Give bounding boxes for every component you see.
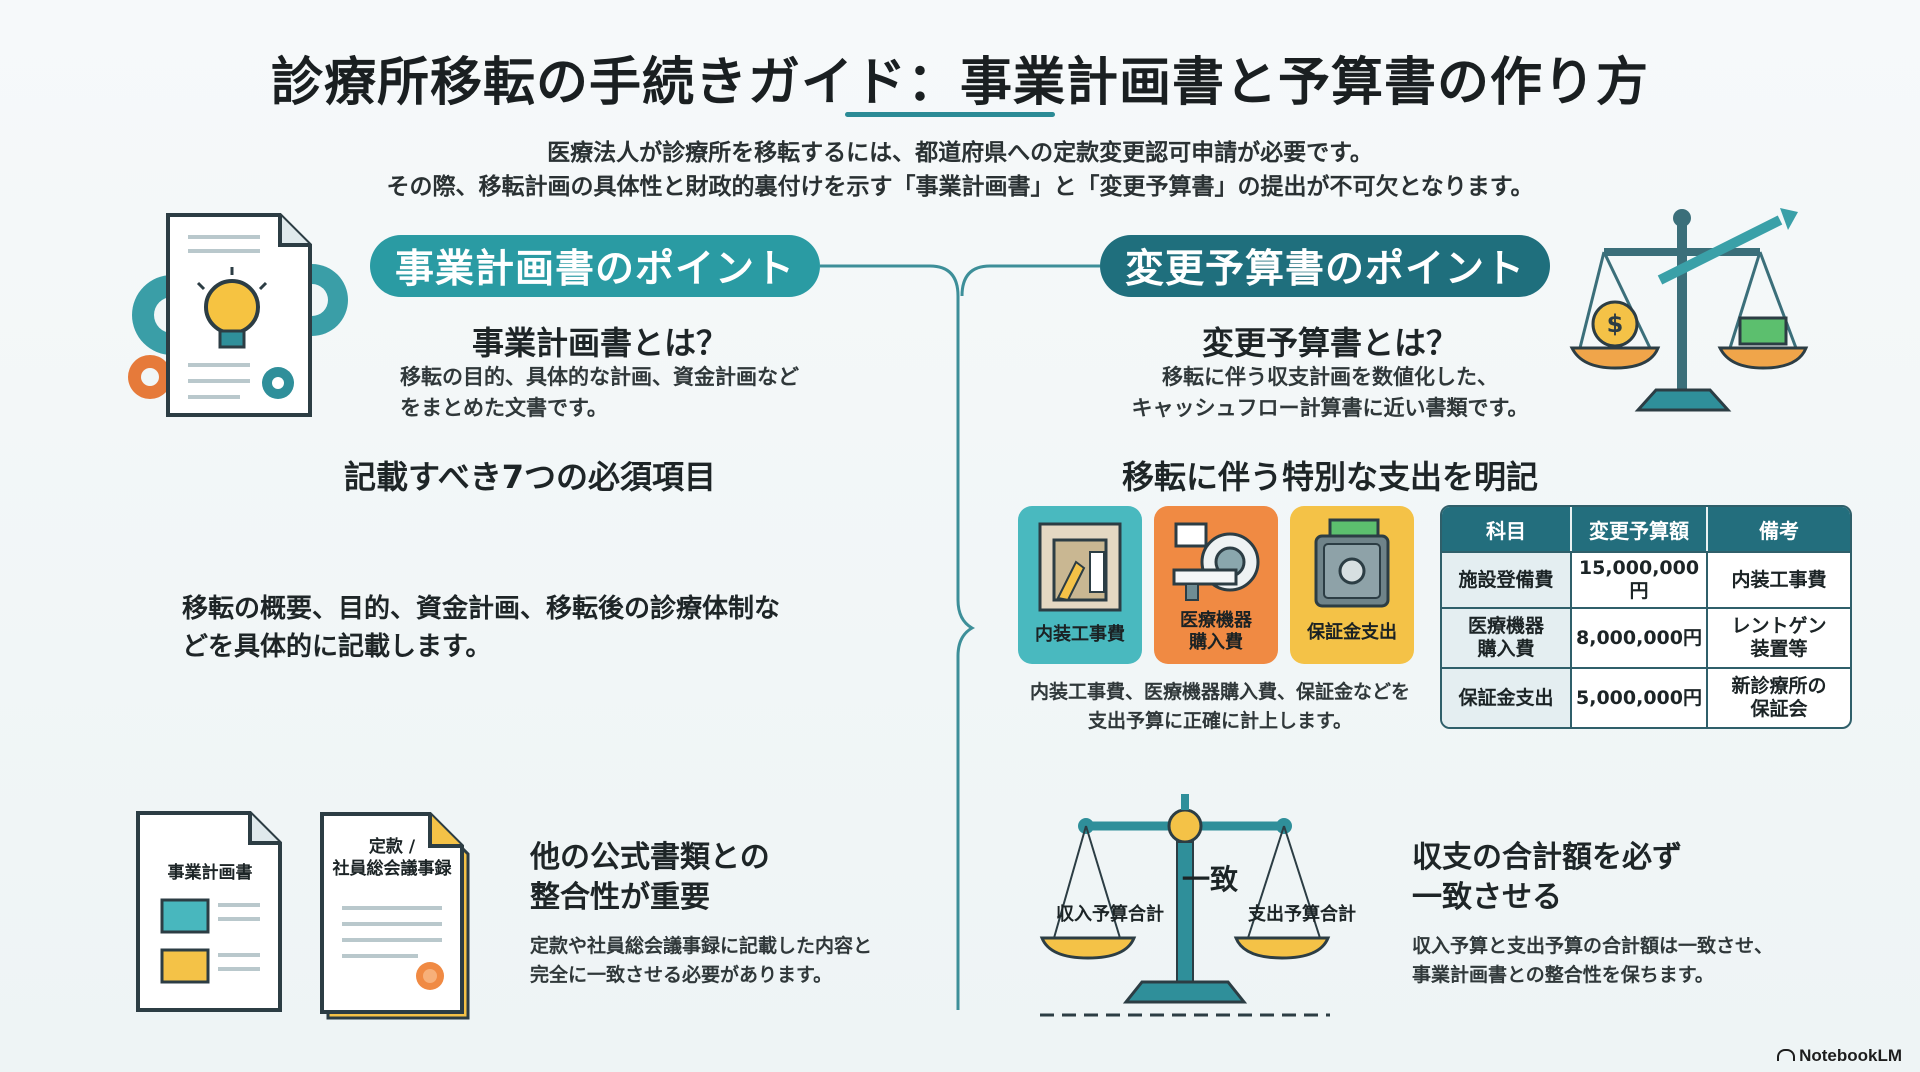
table-header-notes: 備考 (1708, 507, 1850, 551)
business-plan-icon (120, 205, 360, 429)
expense-total-label: 支出予算合計 (1248, 904, 1356, 925)
title-underline (845, 112, 1055, 117)
income-total-label: 収入予算合計 (1056, 904, 1164, 925)
budget-what-body-1: 移転に伴う収支計画を数値化した、 (1162, 365, 1498, 389)
business-plan-pill: 事業計画書のポイント (370, 235, 820, 297)
business-plan-document-label: 事業計画書 (167, 863, 253, 883)
required-items-heading: 記載すべき7つの必須項目 (343, 458, 717, 496)
special-expense-heading: 移転に伴う特別な支出を明記 (1121, 458, 1538, 496)
interior-room-icon (1038, 522, 1122, 612)
articles-label-line-1: 定款 / (368, 837, 416, 857)
budget-what-heading: 変更予算書とは？ (1201, 324, 1458, 362)
budget-table: 科目 変更予算額 備考 施設登備費 15,000,000円 内装工事費 医療機器… (1440, 505, 1852, 729)
articles-label-line-2: 社員総会議事録 (332, 859, 452, 879)
safe-money-icon (1314, 518, 1390, 608)
notebooklm-logo: NotebookLM (1777, 1046, 1902, 1066)
table-cell: 15,000,000円 (1572, 551, 1708, 607)
logo-text: NotebookLM (1799, 1046, 1902, 1065)
required-items-body-2: どを具体的に記載します。 (182, 632, 492, 662)
articles-minutes-document-icon (318, 808, 478, 1027)
table-cell: 5,000,000円 (1572, 667, 1708, 727)
match-body-1: 収入予算と支出予算の合計額は一致させ、 (1412, 935, 1774, 957)
expense-card-deposit: 保証金支出 (1290, 506, 1414, 664)
articles-minutes-label: 定款 / 社員総会議事録 (322, 836, 462, 880)
table-cell: 新診療所の 保証会 (1708, 667, 1850, 727)
table-row: 医療機器 購入費 8,000,000円 レントゲン 装置等 (1442, 607, 1850, 667)
budget-what-body-2: キャッシュフロー計算書に近い書類です。 (1131, 396, 1529, 420)
balance-scale-growth-icon: $ (1560, 200, 1820, 424)
budget-table-header-row: 科目 変更予算額 備考 (1442, 507, 1850, 551)
table-cell: 医療機器 購入費 (1442, 607, 1572, 667)
balance-scale-icon (1030, 790, 1350, 1024)
table-header-account: 科目 (1442, 507, 1572, 551)
consistency-body-1: 定款や社員総会議事録に記載した内容と (530, 935, 873, 957)
table-cell: 保証金支出 (1442, 667, 1572, 727)
page-title: 診療所移転の手続きガイド：事業計画書と予算書の作り方 (270, 53, 1649, 113)
expense-card-label: 保証金支出 (1307, 622, 1397, 643)
table-cell: 8,000,000円 (1572, 607, 1708, 667)
expense-card-interior: 内装工事費 (1018, 506, 1142, 664)
business-plan-what-body-2: をまとめた文書です。 (400, 396, 608, 420)
expense-card-label: 内装工事費 (1035, 624, 1125, 645)
balance-match-label: 一致 (1181, 863, 1238, 896)
budget-pill: 変更予算書のポイント (1100, 235, 1550, 297)
cards-body-1: 内装工事費、医療機器購入費、保証金などを (1029, 681, 1410, 703)
svg-text:$: $ (1607, 310, 1624, 338)
table-cell: 施設登備費 (1442, 551, 1572, 607)
table-row: 施設登備費 15,000,000円 内装工事費 (1442, 551, 1850, 607)
match-heading-2: 一致させる (1412, 880, 1562, 915)
business-plan-what-body-1: 移転の目的、具体的な計画、資金計画など (400, 365, 799, 389)
business-plan-document-icon (130, 805, 290, 1024)
notebooklm-icon (1777, 1049, 1796, 1061)
intro-line-1: 医療法人が診療所を移転するには、都道府県への定款変更認可申請が必要です。 (547, 140, 1373, 166)
business-plan-what-heading: 事業計画書とは？ (471, 324, 728, 362)
consistency-heading-2: 整合性が重要 (530, 880, 710, 915)
table-header-amount: 変更予算額 (1572, 507, 1708, 551)
match-heading-1: 収支の合計額を必ず (1412, 840, 1682, 875)
expense-card-label: 医療機器 購入費 (1180, 610, 1252, 653)
medical-scanner-icon (1172, 522, 1260, 601)
table-cell: 内装工事費 (1708, 551, 1850, 607)
match-body-2: 事業計画書との整合性を保ちます。 (1412, 964, 1714, 986)
table-cell: レントゲン 装置等 (1708, 607, 1850, 667)
consistency-heading-1: 他の公式書類との (530, 840, 770, 875)
table-row: 保証金支出 5,000,000円 新診療所の 保証会 (1442, 667, 1850, 727)
expense-card-equipment: 医療機器 購入費 (1154, 506, 1278, 664)
required-items-body-1: 移転の概要、目的、資金計画、移転後の診療体制な (182, 594, 781, 624)
budget-table-container: 科目 変更予算額 備考 施設登備費 15,000,000円 内装工事費 医療機器… (1440, 505, 1852, 729)
intro-line-2: その際、移転計画の具体性と財政的裏付けを示す「事業計画書」と「変更予算書」の提出… (386, 174, 1534, 200)
consistency-body-2: 完全に一致させる必要があります。 (530, 964, 833, 986)
cards-body-2: 支出予算に正確に計上します。 (1087, 710, 1353, 732)
